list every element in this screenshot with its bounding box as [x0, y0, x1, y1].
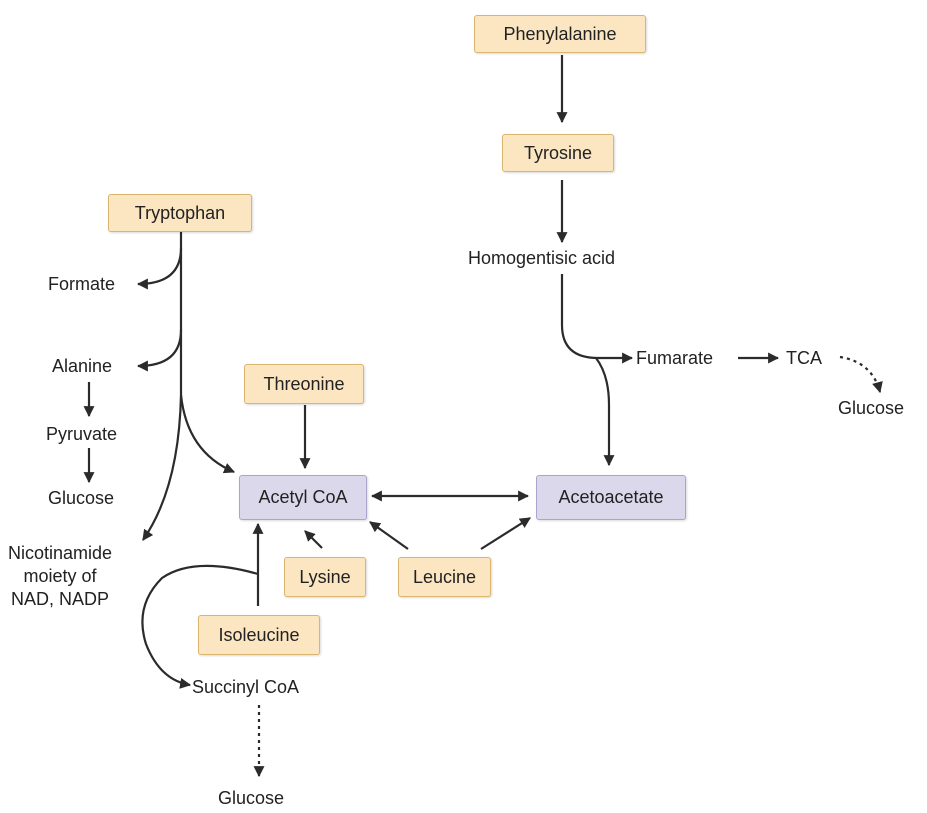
edge-tryptophan-nicotinamide	[142, 394, 183, 541]
node-alanine: Alanine	[52, 356, 113, 376]
node-threonine: Threonine	[244, 364, 364, 404]
node-acetyl-coa: Acetyl CoA	[239, 475, 367, 520]
edge-homogentisic-fumarate	[560, 274, 634, 364]
node-lysine: Lysine	[284, 557, 366, 597]
node-isoleucine-label: Isoleucine	[218, 624, 300, 645]
edge-tryptophan-acetylcoa	[179, 394, 236, 474]
edge-tryptophan-alanine	[136, 329, 183, 372]
node-lysine-label: Lysine	[299, 566, 351, 587]
node-tca: TCA	[786, 348, 822, 368]
node-glucose-tca: Glucose	[838, 398, 905, 418]
node-homogentisic-acid: Homogentisic acid	[468, 248, 616, 268]
node-acetyl-coa-label: Acetyl CoA	[258, 487, 348, 507]
node-leucine-label: Leucine	[412, 566, 477, 587]
node-tyrosine: Tyrosine	[502, 134, 614, 172]
node-glucose-pyruvate: Glucose	[48, 488, 115, 508]
node-succinyl-coa: Succinyl CoA	[192, 677, 300, 697]
node-nicotinamide: Nicotinamide moiety of NAD, NADP	[8, 543, 113, 609]
edge-lysine-acetylcoa	[304, 530, 323, 549]
edge-tryptophan-formate	[136, 247, 183, 290]
node-phenylalanine: Phenylalanine	[474, 15, 646, 53]
node-formate: Formate	[48, 274, 116, 294]
edge-homogentisic-acetoacetate	[595, 357, 615, 467]
node-tyrosine-label: Tyrosine	[523, 142, 593, 163]
edge-tca-glucose	[839, 355, 883, 394]
node-threonine-label: Threonine	[263, 373, 345, 394]
edge-leucine-acetoacetate	[480, 517, 531, 550]
node-leucine: Leucine	[398, 557, 491, 597]
edge-leucine-acetylcoa	[369, 521, 409, 550]
edge-isoleucine-succinylcoa	[141, 564, 259, 689]
node-pyruvate: Pyruvate	[46, 424, 118, 444]
node-phenylalanine-label: Phenylalanine	[503, 23, 617, 44]
node-acetoacetate-label: Acetoacetate	[558, 487, 664, 507]
node-tryptophan-label: Tryptophan	[134, 202, 226, 223]
node-glucose-succinyl: Glucose	[218, 788, 285, 808]
node-fumarate: Fumarate	[636, 348, 714, 368]
node-isoleucine: Isoleucine	[198, 615, 320, 655]
node-acetoacetate: Acetoacetate	[536, 475, 686, 520]
node-tryptophan: Tryptophan	[108, 194, 252, 232]
